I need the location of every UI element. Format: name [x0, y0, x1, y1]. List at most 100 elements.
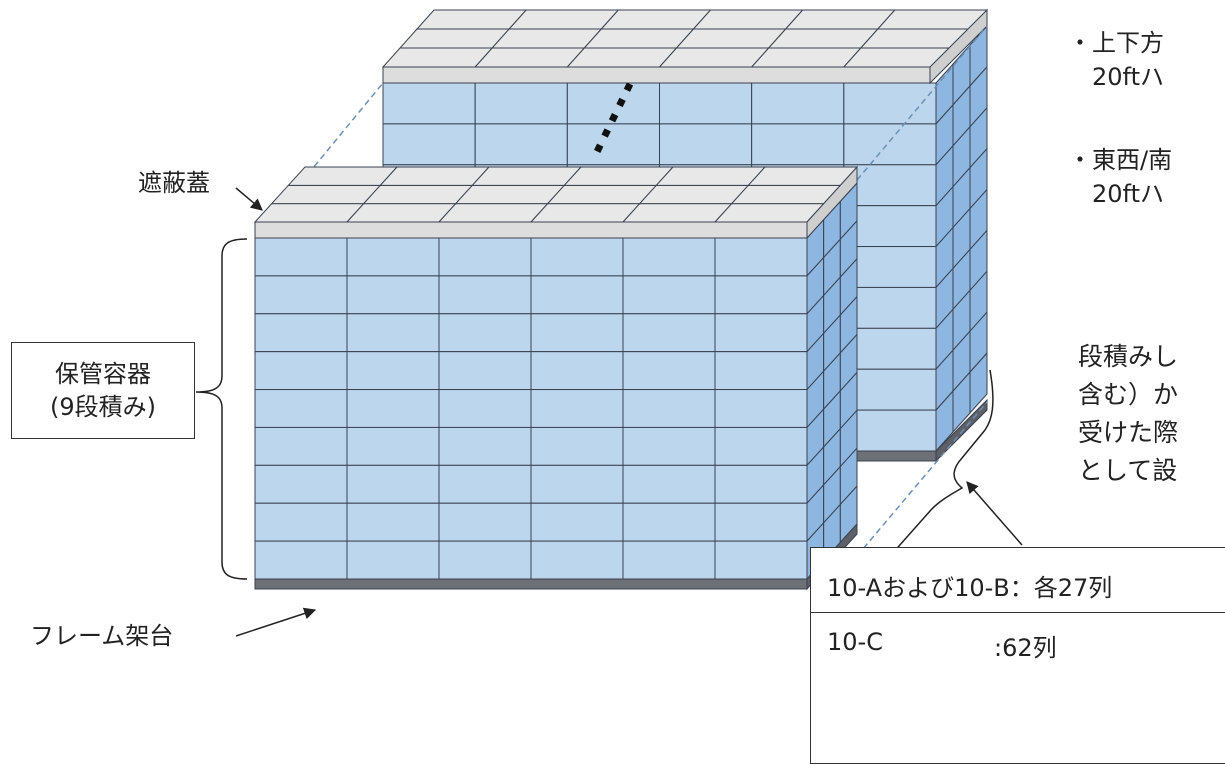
lid-top-cell: [471, 166, 583, 186]
container-cell: [346, 426, 440, 466]
lid-top-cell: [398, 28, 511, 49]
container-cell: [622, 464, 716, 504]
note-bullet-1-line-2: 20ftハ: [1092, 63, 1164, 91]
note-bullet-1-line-1: ・上下方: [1068, 29, 1164, 57]
container-cell: [530, 389, 624, 428]
container-cell: [346, 464, 440, 504]
lid-top-cell: [658, 47, 770, 68]
container-cell: [622, 389, 716, 428]
container-cell: [714, 540, 808, 580]
container-cell: [714, 426, 808, 466]
container-cell: [438, 464, 532, 504]
container-cell: [622, 426, 716, 466]
lid-top-cell: [675, 28, 787, 49]
container-cell: [843, 368, 937, 411]
container-cell: [346, 389, 440, 428]
container-cell: [346, 237, 440, 277]
lid-top-cell: [345, 203, 457, 223]
front-lid-side: [806, 165, 858, 240]
container-cell: [254, 540, 348, 580]
back-lid-front: [382, 66, 931, 84]
lid-top-cell: [454, 184, 566, 205]
lid-top-cell: [692, 9, 804, 30]
container-cell: [254, 464, 348, 504]
container-cell: [438, 540, 532, 580]
front-container-block: [253, 165, 859, 591]
lid-top-cell: [546, 184, 658, 205]
container-cell: [622, 275, 716, 315]
lid-top-cell: [381, 47, 494, 68]
back-frame-side: [935, 398, 988, 463]
connector-dash-right-top: [856, 25, 988, 181]
storage-label-line1: 保管容器: [55, 359, 151, 388]
lid-top-cell: [563, 166, 675, 186]
lid-top-cell: [730, 184, 842, 205]
lid-top-cell: [529, 203, 641, 223]
lid-top-cell: [655, 166, 767, 186]
lid-top-cell: [600, 9, 712, 30]
lid-top-cell: [415, 9, 528, 30]
container-cell: [843, 164, 937, 207]
container-cell: [622, 313, 716, 353]
container-cell: [714, 313, 808, 353]
container-cell: [346, 540, 440, 580]
container-cell: [622, 540, 716, 580]
count-arrow: [966, 481, 1023, 546]
container-cell: [254, 502, 348, 542]
container-cell: [530, 275, 624, 315]
container-cell: [346, 502, 440, 542]
container-cell: [530, 313, 624, 353]
container-cell: [254, 426, 348, 466]
container-cell: [438, 237, 532, 277]
container-cell: [438, 426, 532, 466]
lid-top-cell: [437, 203, 549, 223]
lid-top-cell: [638, 184, 750, 205]
note-bullet-2-line-1: ・東西/南: [1068, 146, 1173, 174]
container-side-cell: [969, 351, 988, 415]
container-cell: [530, 502, 624, 542]
lid-top-cell: [767, 28, 879, 49]
container-cell: [622, 351, 716, 391]
lid-top-cell: [566, 47, 678, 68]
container-cell: [530, 351, 624, 391]
front-front-face: [254, 237, 808, 580]
column-count-table: 10-Aおよび10-B：各27列 10-C :62列: [810, 547, 1225, 764]
note-paragraph-line-1: 段積みし: [1078, 342, 1179, 371]
container-cell: [843, 246, 937, 288]
lid-top-cell: [287, 166, 399, 186]
container-cell: [751, 123, 845, 166]
count-row-a-b: 10-Aおよび10-B：各27列: [827, 574, 1113, 602]
note-paragraph-line-2: 含む）か: [1078, 380, 1179, 409]
lid-top-cell: [750, 47, 862, 68]
container-cell: [530, 237, 624, 277]
container-cell: [474, 82, 568, 125]
container-cell: [843, 286, 937, 329]
note-paragraph-line-4: として設: [1078, 456, 1178, 485]
stacked-storage-diagram: [195, 8, 1023, 637]
container-cell: [438, 313, 532, 353]
lid-top-cell: [270, 184, 382, 205]
container-cell: [714, 351, 808, 391]
lid-top-cell: [784, 9, 896, 30]
container-cell: [254, 275, 348, 315]
continuation-dots: [589, 82, 634, 162]
storage-container-label-box: 保管容器 (9段積み): [11, 342, 195, 439]
lid-top-cell: [253, 203, 365, 223]
count-row-c-name: 10-C: [827, 628, 883, 656]
container-cell: [254, 237, 348, 277]
front-side-face: [806, 181, 858, 581]
container-cell: [530, 464, 624, 504]
back-side-face: [935, 24, 988, 453]
lid-top-cell: [713, 203, 825, 223]
container-cell: [438, 502, 532, 542]
container-cell: [843, 409, 937, 452]
frame-arrow: [235, 607, 317, 637]
storage-label-line2: (9段積み): [50, 392, 156, 421]
container-cell: [474, 123, 568, 166]
count-row-separator: [811, 612, 1225, 613]
container-cell: [843, 123, 937, 166]
container-cell: [438, 389, 532, 428]
lid-top-cell: [508, 9, 620, 30]
count-row-c-value: :62列: [994, 634, 1057, 662]
container-cell: [346, 275, 440, 315]
